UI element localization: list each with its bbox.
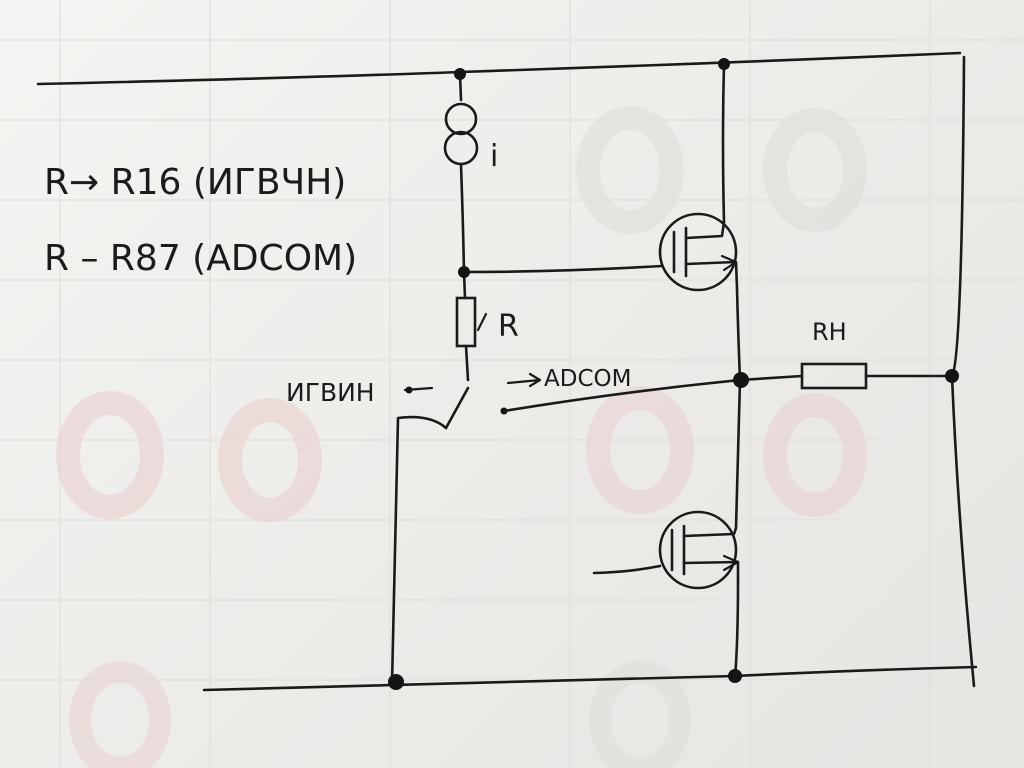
top-mosfet-drain-wire bbox=[721, 62, 726, 224]
switch-right-arrow bbox=[506, 372, 542, 388]
bottom-mosfet bbox=[658, 510, 740, 590]
top-rail bbox=[36, 51, 962, 86]
junctions bbox=[388, 58, 959, 690]
resistor-r bbox=[455, 296, 477, 348]
switch-output-wire bbox=[502, 378, 742, 413]
bottom-gate-wire bbox=[592, 564, 662, 575]
switch-right-label: ADCOM bbox=[544, 366, 631, 392]
mid-vertical-wire bbox=[734, 286, 742, 530]
top-mosfet bbox=[658, 212, 739, 292]
current-source bbox=[443, 102, 479, 166]
current-source-label: i bbox=[490, 139, 498, 174]
note-line-1: R→ R16 (ИГВЧН) bbox=[44, 162, 346, 203]
source-bottom-lead bbox=[459, 163, 466, 274]
bleed-through-marks bbox=[56, 106, 867, 768]
resistor-arrow-mark bbox=[476, 312, 488, 332]
resistor-bottom-lead bbox=[464, 344, 470, 382]
switch-blade bbox=[444, 386, 470, 430]
top-gate-wire bbox=[462, 264, 664, 274]
resistor-label: R bbox=[498, 309, 519, 344]
load-left-lead bbox=[738, 374, 804, 382]
load-resistor bbox=[800, 362, 868, 390]
switch-left-terminal bbox=[405, 386, 413, 394]
bottom-mosfet-source-wire bbox=[733, 580, 740, 680]
switch-ground-wire bbox=[390, 415, 448, 686]
load-resistor-label: RН bbox=[812, 318, 847, 346]
bottom-rail bbox=[202, 665, 978, 692]
note-line-2: R – R87 (ADCOM) bbox=[44, 238, 357, 279]
switch-left-label: ИГВИН bbox=[286, 378, 375, 407]
